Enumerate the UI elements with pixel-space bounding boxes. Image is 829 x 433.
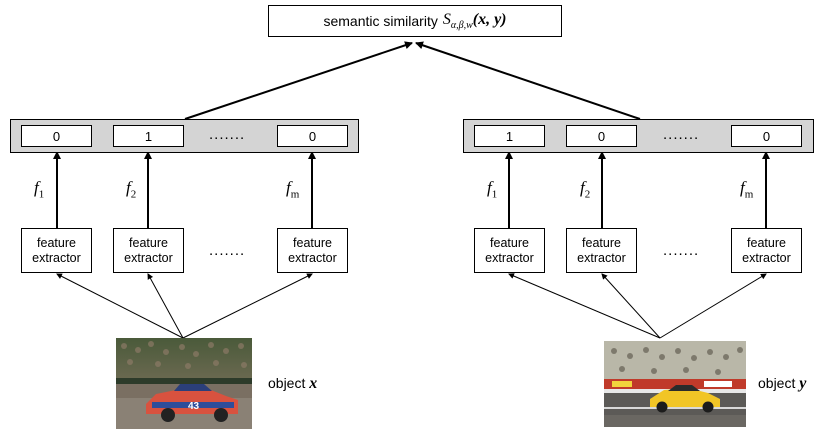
left-f2-letter: f: [126, 178, 131, 197]
similarity-symbol: S: [442, 10, 451, 28]
right-f1-sub: 1: [491, 188, 498, 201]
similarity-args: (x, y): [472, 10, 507, 28]
left-fe2-line1: feature: [129, 235, 168, 250]
semantic-similarity-box: semantic similarity Sα,β,w(x, y): [268, 5, 562, 37]
left-object-var: x: [309, 375, 318, 392]
right-fe1-line2: extractor: [485, 250, 534, 265]
similarity-subscript: α,β,w: [450, 20, 473, 32]
right-feature-extractor-1: feature extractor: [474, 228, 545, 273]
right-fm-sub: m: [744, 188, 754, 201]
right-extractor-ellipsis: .......: [663, 242, 700, 259]
right-object-label: object y: [758, 375, 806, 393]
right-vector-ellipsis: .......: [663, 126, 700, 143]
left-object-label: object x: [268, 375, 317, 393]
right-object-word: object: [758, 375, 796, 391]
left-feature-extractor-1: feature extractor: [21, 228, 92, 273]
left-vector-ellipsis: .......: [209, 126, 246, 143]
right-object-var: y: [799, 375, 807, 392]
right-fm-letter: f: [740, 178, 745, 197]
right-f2-letter: f: [580, 178, 585, 197]
left-feature-value-2: 1: [113, 125, 184, 147]
right-f1-label: f1: [487, 178, 497, 200]
left-fem-line2: extractor: [288, 250, 337, 265]
left-object-word: object: [268, 375, 306, 391]
right-feature-extractor-m: feature extractor: [731, 228, 802, 273]
right-fe1-line1: feature: [490, 235, 529, 250]
left-f2-sub: 2: [130, 188, 137, 201]
left-feature-extractor-m: feature extractor: [277, 228, 348, 273]
similarity-label: semantic similarity: [323, 13, 438, 29]
race-car-photo: 43: [116, 338, 252, 429]
right-fem-line2: extractor: [742, 250, 791, 265]
right-fe2-line2: extractor: [577, 250, 626, 265]
right-feature-value-1: 1: [474, 125, 545, 147]
left-fm-sub: m: [290, 188, 300, 201]
left-fm-label: fm: [286, 178, 299, 200]
right-f1-letter: f: [487, 178, 492, 197]
right-f2-label: f2: [580, 178, 590, 200]
right-fe2-line1: feature: [582, 235, 621, 250]
car-number: 43: [188, 401, 200, 412]
right-feature-value-2: 0: [566, 125, 637, 147]
left-feature-extractor-2: feature extractor: [113, 228, 184, 273]
right-feature-value-m: 0: [731, 125, 802, 147]
left-f1-label: f1: [34, 178, 44, 200]
right-fem-line1: feature: [747, 235, 786, 250]
left-fe1-line2: extractor: [32, 250, 81, 265]
arrow-left-to-similarity: [184, 41, 413, 120]
left-f2-label: f2: [126, 178, 136, 200]
right-f2-sub: 2: [584, 188, 591, 201]
right-feature-extractor-2: feature extractor: [566, 228, 637, 273]
left-feature-value-m: 0: [277, 125, 348, 147]
similarity-formula: Sα,β,w(x, y): [443, 11, 507, 31]
right-fm-label: fm: [740, 178, 753, 200]
left-fem-line1: feature: [293, 235, 332, 250]
left-fe2-line2: extractor: [124, 250, 173, 265]
yellow-sports-car-photo: [604, 341, 746, 427]
left-fm-letter: f: [286, 178, 291, 197]
left-f1-letter: f: [34, 178, 39, 197]
left-f1-sub: 1: [38, 188, 45, 201]
left-extractor-ellipsis: .......: [209, 242, 246, 259]
left-feature-value-1: 0: [21, 125, 92, 147]
left-fe1-line1: feature: [37, 235, 76, 250]
arrow-right-to-similarity: [415, 41, 641, 120]
